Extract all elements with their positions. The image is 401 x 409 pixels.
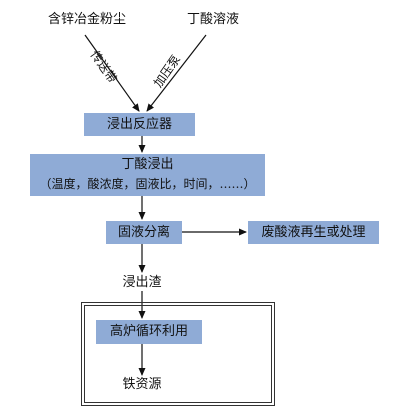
arrow-dust-to-reactor	[84, 34, 140, 112]
input-butyric-acid: 丁酸溶液	[186, 12, 239, 27]
arrow-acid-to-reactor	[146, 34, 207, 112]
box-blast-furnace-recycling: 高炉循环利用	[96, 320, 202, 344]
label-blast-furnace-recycling: 高炉循环利用	[109, 324, 188, 339]
box-waste-acid-treatment: 废酸液再生或处理	[248, 221, 379, 244]
recycling-frame-inner	[84, 305, 272, 403]
label-leaching-parameters: （温度，酸浓度，固液比，时间，……）	[39, 177, 256, 191]
label-solid-liquid-separation: 固液分离	[117, 225, 170, 240]
input-zinc-dust: 含锌冶金粉尘	[47, 12, 126, 27]
box-solid-liquid-separation: 固液分离	[106, 221, 182, 244]
label-leaching-reactor: 浸出反应器	[106, 117, 172, 132]
label-leach-residue: 浸出渣	[122, 275, 162, 290]
recycling-frame	[81, 302, 275, 406]
box-butyric-leaching: 丁酸浸出 （温度，酸浓度，固液比，时间，……）	[30, 154, 265, 196]
label-iron-resource: 铁资源	[122, 377, 162, 392]
box-leaching-reactor: 浸出反应器	[84, 113, 195, 136]
label-waste-acid-treatment: 废酸液再生或处理	[261, 225, 366, 240]
label-butyric-leaching: 丁酸浸出	[121, 157, 174, 172]
